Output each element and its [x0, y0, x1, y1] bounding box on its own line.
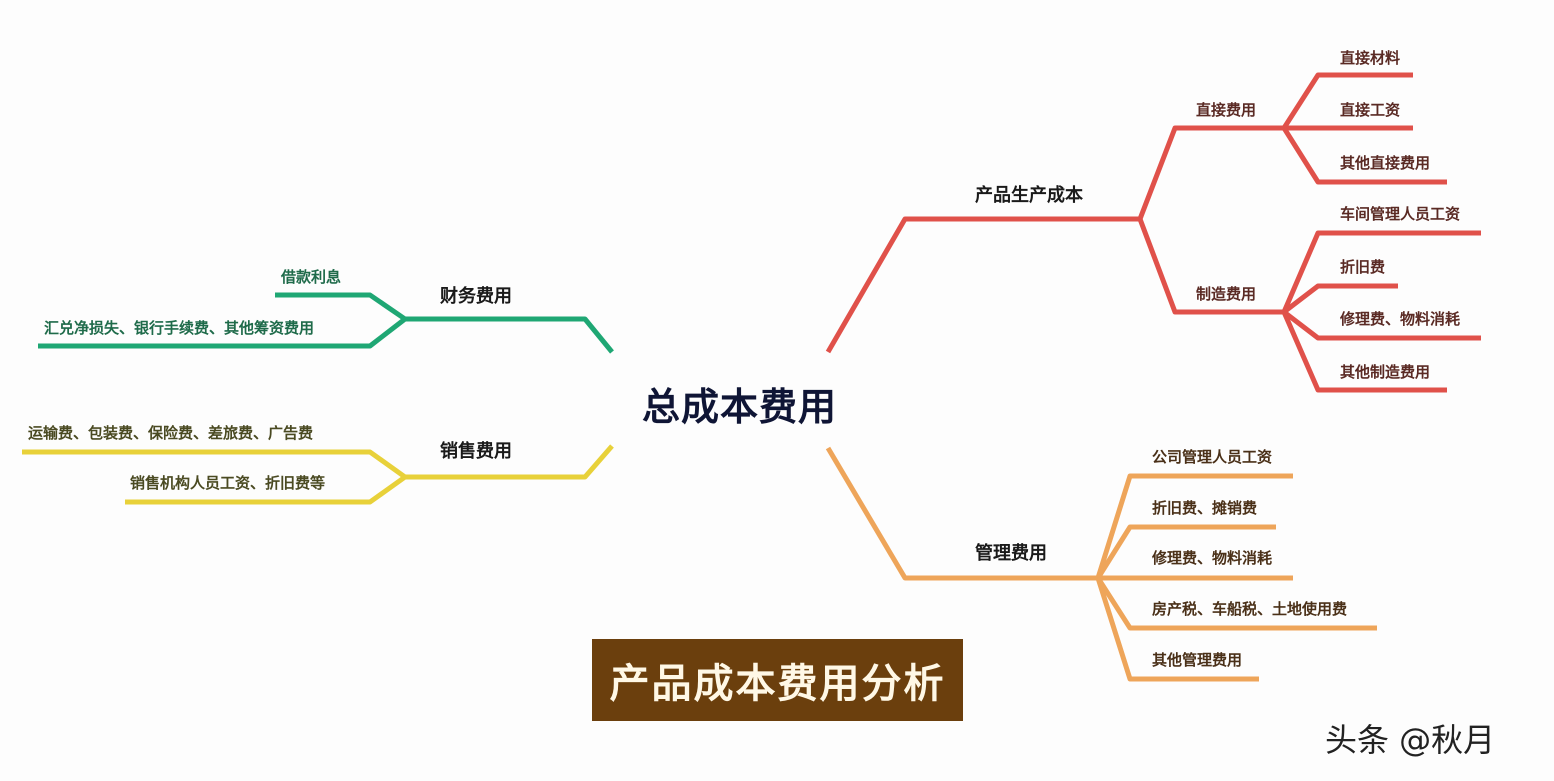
leaf-taxes: 房产税、车船税、土地使用费 [1152, 600, 1348, 618]
subbranch-direct-cost: 直接费用 [1196, 101, 1257, 119]
leaf-sales-wages: 销售机构人员工资、折旧费等 [130, 474, 326, 492]
leaf-depreciation: 折旧费 [1340, 258, 1386, 276]
leaf-loan-interest: 借款利息 [281, 268, 342, 286]
title-banner: 产品成本费用分析 [592, 639, 963, 721]
branch-sales-cost: 销售费用 [440, 441, 512, 462]
subbranch-manufacturing-cost: 制造费用 [1196, 285, 1257, 303]
leaf-repair-materials: 修理费、物料消耗 [1340, 310, 1461, 328]
watermark: 头条 @秋月 [1325, 721, 1496, 759]
branch-finance-cost: 财务费用 [440, 286, 512, 307]
leaf-direct-materials: 直接材料 [1340, 49, 1401, 67]
finance-connectors [38, 292, 614, 354]
leaf-other-management: 其他管理费用 [1152, 651, 1243, 669]
sales-connectors [22, 444, 614, 505]
management-connectors [825, 446, 1377, 682]
leaf-company-wages: 公司管理人员工资 [1152, 448, 1273, 466]
central-topic: 总成本费用 [642, 385, 838, 429]
branch-management-cost: 管理费用 [975, 543, 1047, 564]
leaf-direct-wages: 直接工资 [1340, 101, 1401, 119]
leaf-depreciation-amortization: 折旧费、摊销费 [1152, 499, 1258, 517]
leaf-other-direct: 其他直接费用 [1340, 154, 1431, 172]
leaf-transport-ads: 运输费、包装费、保险费、差旅费、广告费 [28, 424, 314, 442]
leaf-other-manufacturing: 其他制造费用 [1340, 363, 1431, 381]
leaf-exchange-fees: 汇兑净损失、银行手续费、其他筹资费用 [44, 319, 315, 337]
leaf-mgmt-repair: 修理费、物料消耗 [1152, 549, 1273, 567]
branch-production-cost: 产品生产成本 [975, 185, 1083, 206]
production-connectors [825, 72, 1481, 393]
leaf-workshop-wages: 车间管理人员工资 [1340, 205, 1461, 223]
